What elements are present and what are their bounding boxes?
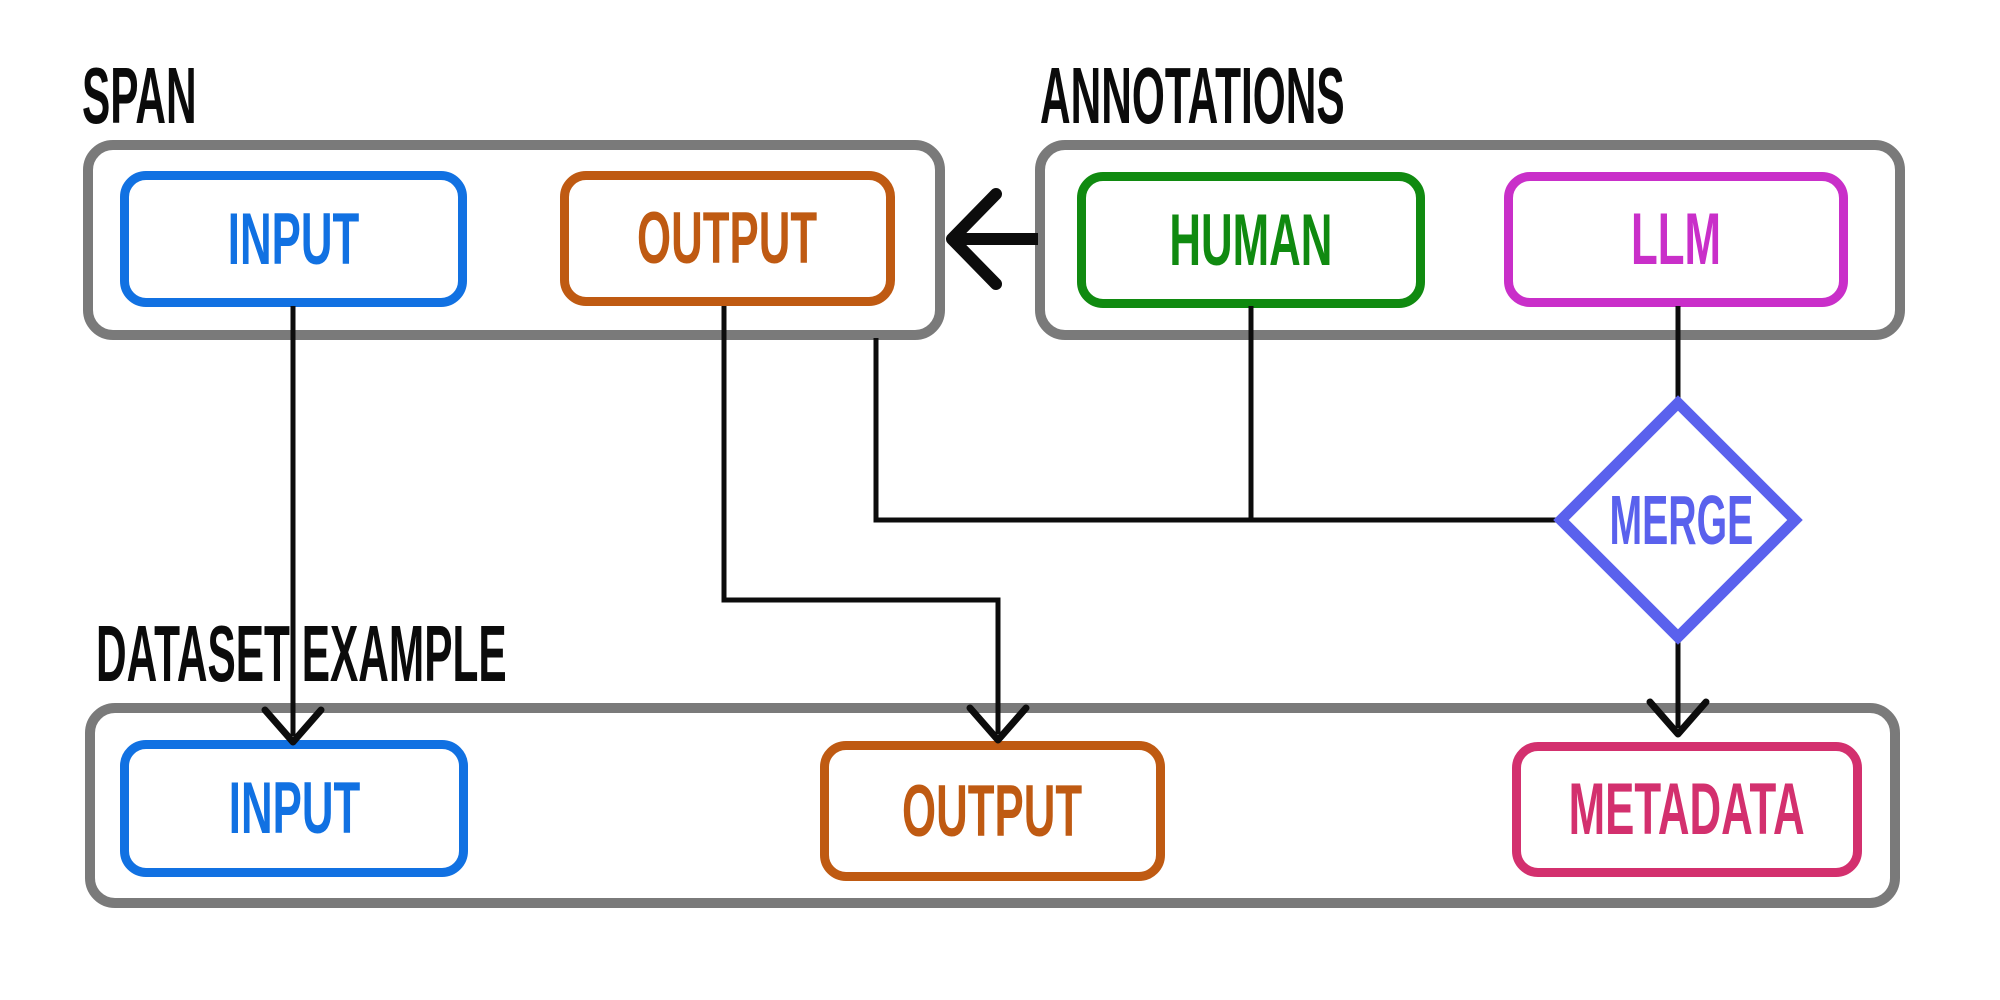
arrowhead-annotations-to-span: [946, 188, 1002, 290]
span-output-node: OUTPUT: [560, 171, 895, 306]
merge-label-text: MERGE: [1609, 481, 1753, 559]
metadata-node: METADATA: [1512, 742, 1862, 877]
span-input-node: INPUT: [120, 171, 467, 307]
merge-node: MERGE: [1531, 485, 1831, 555]
dataset-example-title-text: DATASET EXAMPLE: [96, 609, 507, 698]
dataset-output-node: OUTPUT: [820, 741, 1165, 881]
dataset-input-label: INPUT: [228, 768, 360, 849]
human-node: HUMAN: [1077, 172, 1425, 308]
span-output-label: OUTPUT: [637, 198, 818, 279]
human-label: HUMAN: [1169, 199, 1333, 281]
dataset-example-title: DATASET EXAMPLE: [96, 614, 871, 694]
llm-node: LLM: [1504, 172, 1848, 307]
annotations-title-text: ANNOTATIONS: [1040, 51, 1345, 140]
edge-span-to-merge: [873, 338, 1562, 523]
span-input-label: INPUT: [227, 198, 360, 280]
dataset-output-label: OUTPUT: [902, 770, 1083, 852]
llm-label: LLM: [1631, 199, 1721, 280]
span-title-text: SPAN: [82, 51, 197, 140]
span-title: SPAN: [82, 56, 298, 136]
annotations-title: ANNOTATIONS: [1040, 56, 1615, 136]
metadata-label: METADATA: [1569, 769, 1805, 850]
dataset-input-node: INPUT: [120, 740, 468, 877]
